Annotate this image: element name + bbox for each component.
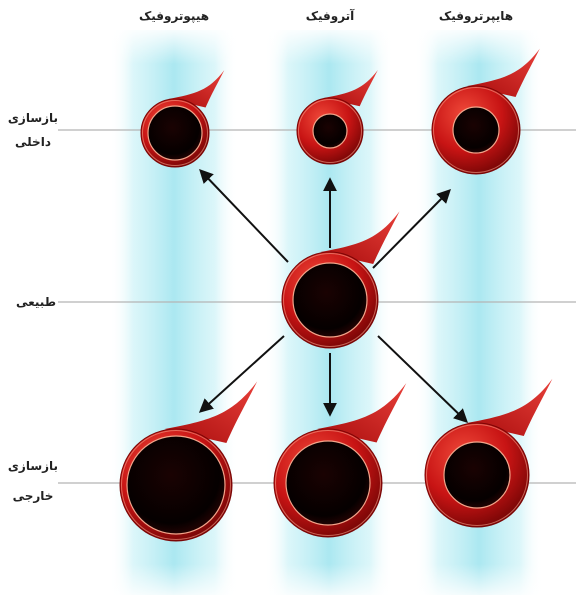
row-label-outward-line2: خارجی xyxy=(13,489,54,503)
row-label-inward-line1: بازسازی xyxy=(8,111,58,125)
vessel-lumen xyxy=(452,106,500,154)
vessel-tail xyxy=(466,378,553,436)
vessel-lumen xyxy=(443,441,511,509)
column-header-atrophic: آتروفیک xyxy=(306,8,355,24)
vessel-lumen xyxy=(312,113,348,149)
column-header-hypertrophic: هایپرتروفیک xyxy=(439,9,513,24)
row-label-outward-line1: بازسازی xyxy=(8,459,58,473)
row-label-normal: طبیعی xyxy=(16,295,56,309)
vessel-normal xyxy=(281,211,400,349)
vessel-inward-atrophic xyxy=(296,69,378,165)
vessel-tail xyxy=(467,48,540,97)
arrows xyxy=(198,168,469,423)
vessel-tail xyxy=(323,69,378,107)
vessels xyxy=(119,48,553,542)
vessel-tail xyxy=(168,70,225,108)
vessel-tail xyxy=(317,383,407,443)
vessel-outward-atrophic xyxy=(273,383,407,538)
vessel-lumen xyxy=(292,262,368,338)
vessel-tail xyxy=(320,211,400,264)
arrow-to-outward-hypotrophic xyxy=(198,335,285,413)
vessel-inward-hypotrophic xyxy=(140,70,225,168)
arrow-to-inward-hypertrophic xyxy=(372,189,451,269)
vessel-lumen xyxy=(126,435,226,535)
vessel-outward-hypotrophic xyxy=(119,381,258,542)
vessel-outward-hypertrophic xyxy=(424,378,553,528)
vessel-tail xyxy=(164,381,258,443)
column-header-hypotrophic: هیپوتروفیک xyxy=(139,9,209,24)
row-labels: بازسازی داخلی طبیعی بازسازی خارجی xyxy=(8,111,58,503)
column-headers: هیپوتروفیک آتروفیک هایپرتروفیک xyxy=(139,8,513,24)
vessel-inward-hypertrophic xyxy=(431,48,540,175)
arrow-to-outward-hypertrophic xyxy=(377,335,469,423)
vessel-lumen xyxy=(147,105,203,161)
arrow-to-inward-hypotrophic xyxy=(199,168,289,263)
vessel-lumen xyxy=(285,440,371,526)
row-label-inward-line2: داخلی xyxy=(15,135,51,149)
